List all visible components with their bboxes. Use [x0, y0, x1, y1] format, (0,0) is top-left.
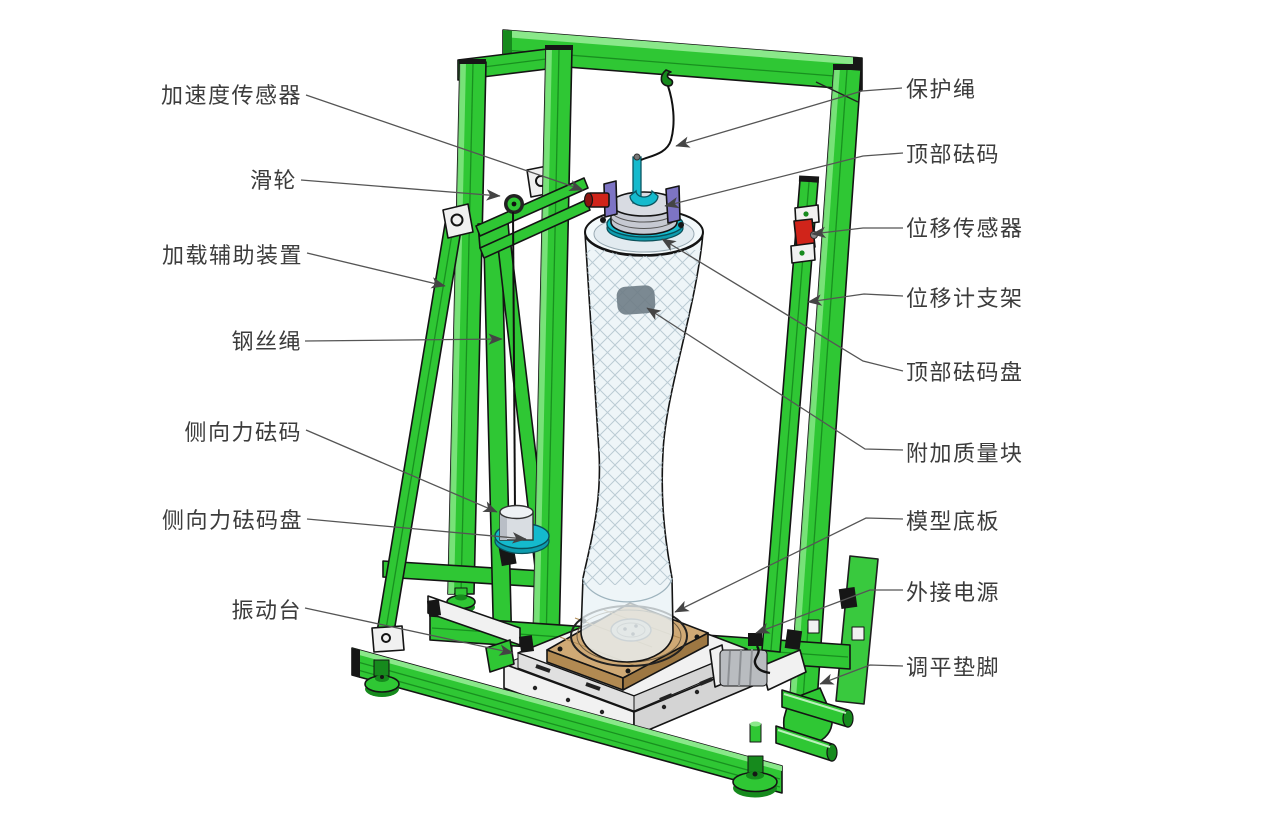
leveling-foot-left	[364, 659, 400, 697]
label-protection-rope: 保护绳	[906, 77, 977, 102]
label-pulley: 滑轮	[250, 168, 297, 193]
leader-shaking-table	[304, 607, 514, 656]
leader-pulley	[300, 179, 501, 201]
added-mass-block	[616, 285, 656, 315]
rod-claw	[629, 189, 659, 207]
accelerometer	[583, 192, 610, 208]
leader-lateral-weight-plate	[306, 518, 527, 544]
power-cable	[753, 645, 771, 675]
top-weight-assembly	[583, 153, 684, 242]
pulley	[504, 194, 524, 214]
bracket	[518, 635, 535, 653]
clevis-bottom-left	[371, 625, 405, 653]
plate-side-right	[622, 632, 709, 691]
outrigger-pipe	[775, 725, 838, 762]
post-cap	[833, 64, 861, 70]
label-accelerometer: 加速度传感器	[161, 83, 302, 108]
labels: 加速度传感器 滑轮 加载辅助装置 钢丝绳 侧向力砝码 侧向力砝码盘 振动台 保护…	[161, 77, 1024, 680]
left-strut-groove	[382, 215, 456, 648]
clevis-top-left	[442, 203, 474, 239]
leader-loading-aux-device	[306, 252, 446, 289]
table-slots	[535, 664, 713, 702]
tower-base-rim	[582, 577, 673, 603]
label-shaking-table: 振动台	[231, 598, 302, 623]
power-connector	[748, 633, 762, 646]
leader-accelerometer	[305, 94, 584, 192]
right-post-highlight	[789, 68, 840, 713]
rear-left-post-groove	[460, 63, 474, 595]
label-leveling-foot: 调平垫脚	[906, 655, 1000, 680]
leader-leveling-foot	[819, 664, 904, 685]
leader-model-base-plate	[674, 517, 904, 613]
label-loading-aux-device: 加载辅助装置	[162, 243, 303, 268]
fork-bar-lower	[479, 199, 591, 259]
bracket	[807, 619, 820, 634]
leader-displacement-bracket	[807, 293, 904, 306]
wire-rope	[512, 211, 516, 512]
bolt	[600, 217, 606, 223]
label-added-mass: 附加质量块	[906, 441, 1024, 466]
sensor-clamp-bottom	[790, 242, 816, 264]
protection-rope	[640, 85, 675, 161]
displacement-sensor-assembly	[761, 175, 820, 653]
label-displacement-bracket: 位移计支架	[906, 286, 1024, 311]
label-top-weight-plate: 顶部砝码盘	[906, 360, 1024, 385]
post-cap	[459, 59, 486, 64]
loading-beam	[475, 177, 591, 259]
beam-endcap	[352, 648, 360, 678]
leader-top-weight-plate	[661, 238, 904, 372]
bracket-cap	[798, 175, 820, 183]
label-wire-rope: 钢丝绳	[231, 329, 302, 354]
leader-wire-rope	[304, 333, 503, 345]
label-top-weight: 顶部砝码	[906, 142, 1000, 167]
lateral-weight	[499, 504, 534, 541]
label-lateral-weight: 侧向力砝码	[184, 420, 302, 445]
hook	[660, 69, 674, 87]
table-base-holes	[532, 675, 733, 715]
leader-external-power	[755, 589, 903, 634]
label-model-base-plate: 模型底板	[906, 509, 1000, 534]
bracket	[784, 629, 803, 651]
leader-lines	[300, 87, 904, 685]
leader-protection-rope	[675, 87, 903, 148]
gantry-front-left-post	[531, 45, 573, 694]
right-post-groove	[801, 69, 848, 715]
rail-bracket	[426, 599, 442, 617]
leader-displacement-sensor	[811, 226, 903, 239]
motor	[709, 633, 807, 691]
leveling-foot-right	[732, 755, 778, 798]
leader-top-weight	[664, 152, 904, 209]
tower-model	[580, 208, 704, 663]
rear-left-post-highlight	[448, 62, 466, 594]
bracket	[851, 626, 865, 641]
leader-added-mass	[646, 307, 904, 451]
protection-rope-assembly	[640, 69, 675, 161]
base-frame-front	[351, 619, 854, 798]
label-displacement-sensor: 位移传感器	[906, 216, 1024, 241]
bolt	[678, 222, 684, 228]
front-base-highlight	[352, 648, 782, 771]
post-cap	[545, 45, 573, 50]
front-base-grooves	[353, 660, 781, 788]
top-beam-highlight	[503, 30, 862, 65]
leader-lateral-weight	[305, 429, 498, 513]
corner-brace	[815, 81, 859, 103]
label-lateral-weight-plate: 侧向力砝码盘	[162, 508, 303, 533]
outrigger-pipe	[781, 689, 854, 728]
fork-bar-upper	[475, 177, 589, 237]
rod-knot	[633, 153, 641, 161]
label-external-power: 外接电源	[906, 580, 1000, 605]
